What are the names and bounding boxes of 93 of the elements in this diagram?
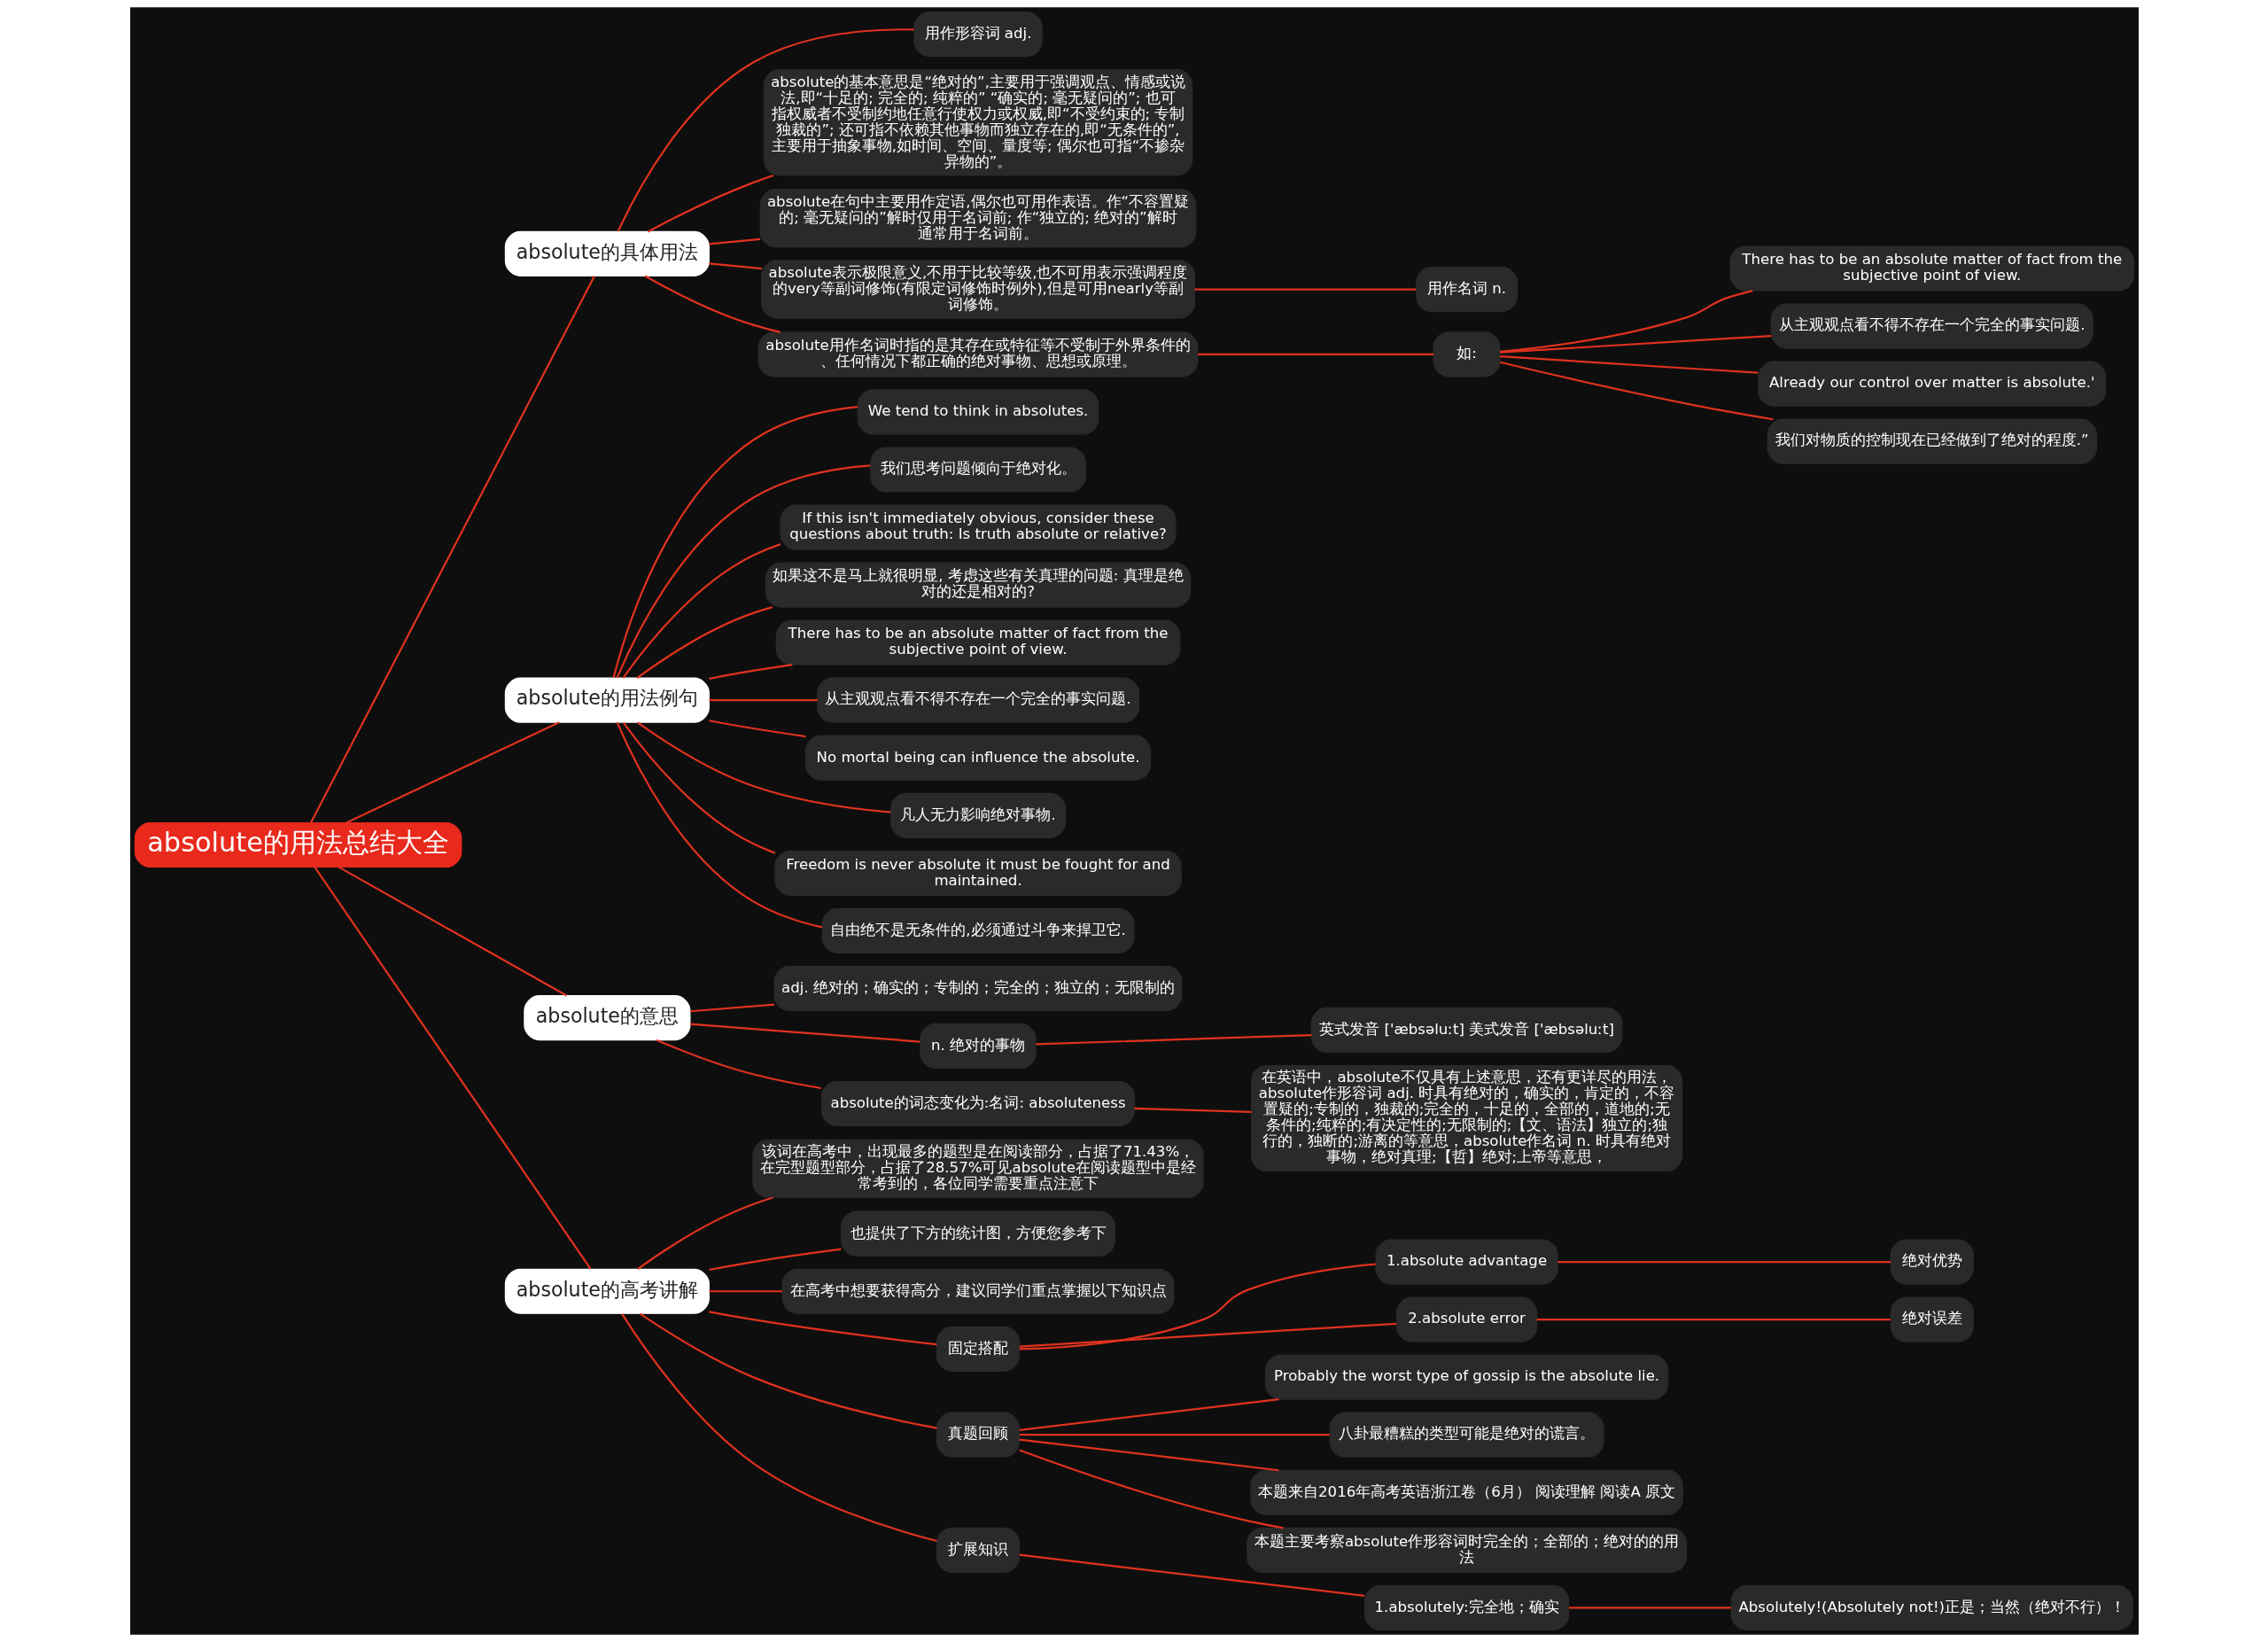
node-box: 在英语中，absolute不仅具有上述意思，还有更详尽的用法，absolute作形容词 adj. 时具有绝对的，确实的，肯定的，不容置疑的;专制的，独裁的;完全的，十足的，全部的，道地的;无条件的;纯粹的;有决定性的;无限制的;【文、语法】独立的;独行的，独断的;游离的等意思，absolute作名词 n. 时具有绝对事物，绝对真理;【哲】绝对;上帝等意思，	[1250, 1064, 1682, 1172]
connector	[345, 721, 560, 824]
connector	[1019, 1263, 1376, 1350]
connector	[1499, 361, 1774, 421]
node-box: Absolutely!(Absolutely not!)正是；当然（绝对不行）！	[1730, 1584, 2133, 1630]
node-box: 绝对误差	[1890, 1296, 1974, 1342]
node-box: absolute用作名词时指的是其存在或特征等不受制于外界条件的、任何情况下都正确的绝对事物、思想或原理。	[757, 331, 1198, 377]
connector	[1568, 1607, 1731, 1609]
connector	[616, 464, 870, 679]
connector	[708, 1290, 782, 1293]
node-box: 1.absolute advantage	[1374, 1239, 1558, 1285]
node-box: absolute的用法例句	[504, 677, 710, 723]
node-box: 绝对优势	[1890, 1239, 1974, 1285]
connector	[1197, 353, 1433, 355]
connector	[338, 866, 567, 997]
node-box: n. 绝对的事物	[919, 1023, 1037, 1070]
node-box: 用作形容词 adj.	[913, 12, 1043, 58]
connector	[1019, 1553, 1364, 1597]
connector	[612, 406, 858, 679]
node-box: 固定搭配	[936, 1326, 1020, 1372]
node-box: Already our control over matter is absolute.'	[1757, 361, 2106, 407]
connector	[636, 1196, 773, 1270]
node-box: absolute的意思	[523, 995, 690, 1041]
connector	[708, 1248, 842, 1272]
connector	[1499, 290, 1752, 353]
connector	[617, 28, 914, 232]
connector	[636, 721, 890, 813]
node-box: 我们对物质的控制现在已经做到了绝对的程度.”	[1767, 418, 2097, 464]
connector	[1134, 1107, 1252, 1113]
connector	[1019, 1322, 1396, 1348]
connector	[708, 699, 818, 702]
connector	[639, 1312, 937, 1429]
node-box: If this isn't immediately obvious, consider these questions about truth: Is truth absolute or relative?	[780, 504, 1177, 550]
node-box: 自由绝不是无条件的,必须通过斗争来捍卫它.	[821, 907, 1134, 953]
node-box: 凡人无力影响绝对事物.	[889, 792, 1066, 838]
node-box: 1.absolutely:完全地；确实	[1363, 1584, 1569, 1630]
node-box: 本题主要考察absolute作形容词时完全的；全部的；绝对的的用法	[1246, 1527, 1687, 1573]
node-box: 如果这不是马上就很明显, 考虑这些有关真理的问题: 真理是绝对的还是相对的?	[765, 562, 1191, 608]
node-box: absolute表示极限意义,不用于比较等级,也不可用表示强调程度的very等副词修饰(有限定词修饰时例外),但是可用nearly等副词修饰。	[760, 260, 1195, 319]
connector	[620, 1313, 937, 1543]
connector	[708, 720, 806, 738]
node-box: 从主观观点看不得不存在一个完全的事实问题.	[816, 677, 1139, 723]
node-box: 本题来自2016年高考英语浙江卷（6月） 阅读理解 阅读A 原文	[1249, 1469, 1683, 1515]
node-box: We tend to think in absolutes.	[857, 389, 1099, 435]
connector	[1019, 1434, 1330, 1436]
connector	[635, 606, 773, 679]
node-box: absolute的基本意思是“绝对的”,主要用于强调观点、情感或说法,即“十足的; 完全的; 纯粹的” “确实的; 毫无疑问的”; 也可指权威者不受制约地任意行使权力或权威,即“不受约束的; 专制独裁的”; 还可指不依赖其他事物而独立存在的,即“无条件的”,主要用于抽象事物,如时间、空间、量度等; 偶尔也可指“不掺杂异物的”。	[763, 69, 1192, 176]
connector	[622, 721, 775, 854]
connector	[644, 275, 781, 333]
connector	[656, 1039, 821, 1090]
node-box: 从主观观点看不得不存在一个完全的事实问题.	[1770, 303, 2093, 349]
connector	[1019, 1398, 1279, 1431]
node-box: Probably the worst type of gossip is the absolute lie.	[1264, 1354, 1668, 1400]
node-box: 也提供了下方的统计图，方便您参考下	[840, 1210, 1115, 1257]
node-box: 2.absolute error	[1395, 1296, 1537, 1342]
node-box: absolute的词态变化为:名词: absoluteness	[820, 1080, 1135, 1127]
node-box: Freedom is never absolute it must be fought for and maintained.	[773, 850, 1182, 896]
connector	[1499, 334, 1771, 354]
node-box: 真题回顾	[936, 1412, 1020, 1458]
node-box: absolute在句中主要用作定语,偶尔也可用作表语。作“不容置疑的; 毫无疑问的”解时仅用于名词前; 作“独立的; 绝对的”解时通常用于名词前。	[759, 189, 1196, 248]
connector	[309, 275, 595, 824]
connector	[708, 237, 760, 245]
node-box: There has to be an absolute matter of fact from the subjective point of view.	[1728, 245, 2134, 292]
node-box: absolute的高考讲解	[504, 1268, 710, 1314]
connector	[1194, 288, 1416, 291]
connector	[1018, 1449, 1284, 1529]
connector	[689, 1023, 920, 1043]
connector	[689, 1003, 774, 1013]
connector	[616, 721, 822, 929]
connector	[622, 543, 781, 679]
connector	[313, 866, 592, 1270]
node-box: 用作名词 n.	[1415, 266, 1518, 313]
node-box: absolute的具体用法	[504, 230, 710, 276]
connector	[647, 174, 773, 233]
node-box: 扩展知识	[936, 1527, 1020, 1573]
node-box: absolute的用法总结大全	[134, 821, 462, 868]
connector	[708, 664, 792, 680]
connector	[1035, 1034, 1311, 1046]
node-box: adj. 绝对的；确实的；专制的；完全的；独立的；无限制的	[773, 965, 1182, 1011]
node-box: No mortal being can influence the absolute.	[804, 735, 1151, 781]
node-box: 英式发音 ['æbsəluːt] 美式发音 ['æbsəluːt]	[1310, 1007, 1622, 1054]
connector	[708, 262, 762, 270]
connector	[1499, 355, 1759, 374]
node-box: 我们思考问题倾向于绝对化。	[869, 447, 1086, 493]
connector	[1557, 1260, 1891, 1264]
node-box: There has to be an absolute matter of fact from the subjective point of view.	[775, 619, 1180, 665]
node-box: 八卦最糟糕的类型可能是绝对的谎言。	[1329, 1412, 1604, 1458]
node-box: 该词在高考中，出现最多的题型是在阅读部分，占据了71.43%，在完型题型部分，占据了28.57%可见absolute在阅读题型中是经常考到的，各位同学需要重点注意下	[751, 1139, 1204, 1199]
connector	[1536, 1319, 1891, 1321]
node-box: 如:	[1433, 331, 1501, 377]
connector	[1019, 1438, 1279, 1472]
connector	[708, 1311, 936, 1346]
node-box: 在高考中想要获得高分，建议同学们重点掌握以下知识点	[781, 1268, 1174, 1314]
